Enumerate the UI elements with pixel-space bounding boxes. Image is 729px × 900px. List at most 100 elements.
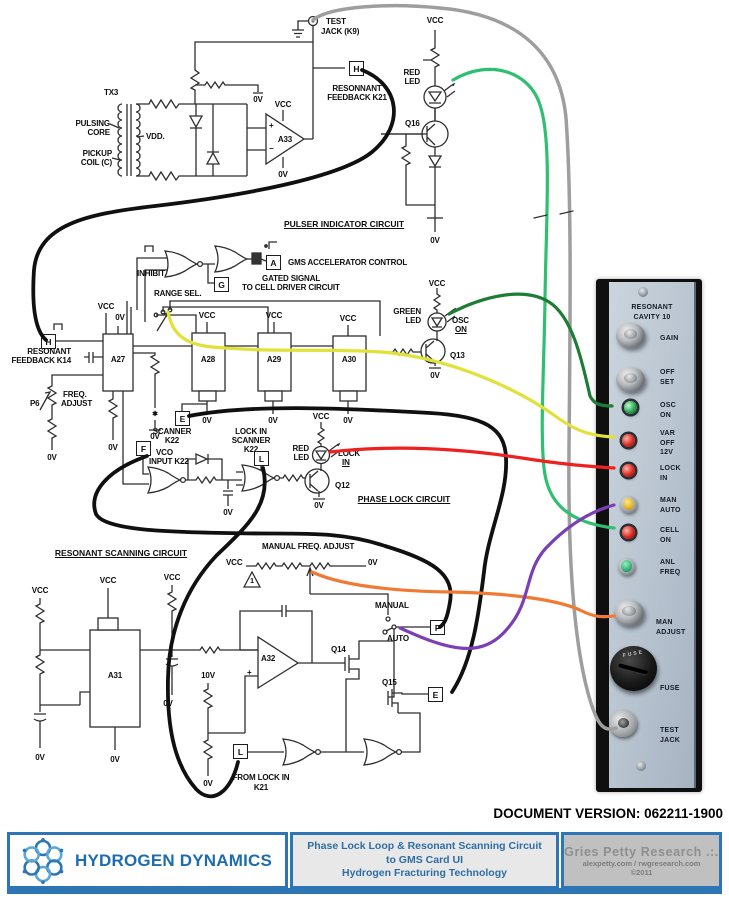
panel-title-line1: RESONANT [631, 304, 673, 311]
label-a32: A32 [261, 654, 276, 663]
credit-copyright: ©2011 [630, 867, 653, 877]
document-version: DOCUMENT VERSION: 062211-1900 [493, 806, 723, 821]
label-osc-on: ON [455, 325, 467, 334]
label-0v: 0V [150, 432, 160, 441]
label-0v: 0V [314, 501, 324, 510]
label-asterisk: ✱ [152, 411, 158, 418]
label-resonnant-feedback-k21: FEEDBACK K21 [327, 93, 387, 102]
label-0v: 0V [278, 170, 288, 179]
credit-sites: alexpetty.com / rwgresearch.com [582, 858, 701, 868]
osc-on-label: OSC ON [660, 402, 676, 419]
label-0v: 0V [202, 416, 212, 425]
label-a29: A29 [266, 355, 282, 364]
label-freq-adjust: ADJUST [61, 399, 93, 408]
label-plus: + [269, 121, 274, 130]
label-0v: 0V [203, 779, 213, 788]
label-manual: MANUAL [375, 601, 409, 610]
label-0v: 0V [47, 453, 57, 462]
panel-face: RESONANT CAVITY 10 GAIN OFF SET OSC ON V… [609, 282, 696, 788]
anl-freq-label: ANL FREQ [660, 559, 681, 576]
label-gms-accelerator: GMS ACCELERATOR CONTROL [288, 258, 408, 267]
label-range-sel: RANGE SEL. [154, 289, 202, 298]
label-vcc: VCC [428, 279, 446, 288]
label-pulsing-core: CORE [87, 128, 110, 137]
title-phase-lock: PHASE LOCK CIRCUIT [357, 494, 451, 504]
node-box-e-scanner: E [175, 411, 190, 426]
label-freq-adjust: FREQ. [63, 390, 87, 399]
label-0v: 0V [343, 416, 353, 425]
footer-brand-box: HYDROGEN DYNAMICS [7, 832, 288, 889]
label-0v: 0V [223, 508, 233, 517]
lock-in-label: LOCK IN [660, 465, 681, 482]
label-0v: 0V [108, 443, 118, 452]
label-0v: 0V [35, 753, 45, 762]
label-inhibit: INHIBIT [137, 269, 165, 278]
man-auto-label: MAN AUTO [660, 497, 681, 514]
fuse-label: FUSE [660, 685, 680, 692]
label-0v: 0V [110, 755, 120, 764]
label-resonant-feedback-k14: FEEDBACK K14 [11, 356, 71, 365]
screw-icon [638, 287, 648, 297]
label-red-led: RED [403, 68, 421, 77]
label-resonnant-feedback-k21: RESONNANT [332, 84, 382, 93]
label-minus: − [269, 144, 274, 153]
label-0v: 0V [268, 416, 278, 425]
label-vcc: VCC [163, 573, 181, 582]
brand-name: HYDROGEN DYNAMICS [75, 850, 273, 870]
label-green-led: GREEN [393, 307, 421, 316]
node-box-l-scanner: L [254, 451, 269, 466]
osc-on-led [624, 401, 637, 414]
label-auto: AUTO [387, 634, 409, 643]
man-adjust-label: MAN ADJUST [656, 619, 686, 636]
label-pulsing-core: PULSING [75, 119, 110, 128]
label-q14: Q14 [331, 645, 346, 654]
anl-freq-toggle [618, 558, 635, 575]
label-manual-freq-adjust: MANUAL FREQ. ADJUST [262, 542, 355, 551]
label-plus: + [247, 668, 252, 677]
man-auto-toggle [620, 496, 637, 513]
label-scanner-k22: K22 [164, 436, 180, 445]
node-box-a: A [266, 255, 281, 270]
node-box-l-from-lock: L [233, 744, 248, 759]
label-0v: 0V [115, 313, 125, 322]
label-vcc: VCC [339, 314, 357, 323]
label-from-lock-in-k21: K21 [253, 783, 269, 792]
node-box-e-q15: E [428, 687, 443, 702]
label-red-led: RED [292, 444, 310, 453]
node-box-f-vco: F [136, 441, 151, 456]
label-0v: 0V [253, 95, 263, 104]
label-vco-input-k22: INPUT K22 [149, 457, 189, 466]
var-off-12v-led [622, 434, 635, 447]
node-box-h-k21: H [349, 61, 364, 76]
label-vco-input-k22: VCO [156, 448, 173, 457]
footer-title-line: Phase Lock Loop & Resonant Scanning Circ… [307, 840, 542, 853]
var-off-12v-label: VAR OFF 12V [660, 430, 676, 456]
hydrogen-dynamics-logo [22, 837, 64, 884]
offset-knob [616, 367, 645, 392]
label-test-jack-k9: TEST [326, 17, 346, 26]
footer-title-line: to GMS Card UI [385, 853, 463, 866]
label-vcc: VCC [31, 586, 49, 595]
label-vcc: VCC [265, 311, 283, 320]
label-red-led: LED [293, 453, 309, 462]
gms-card-panel: RESONANT CAVITY 10 GAIN OFF SET OSC ON V… [596, 279, 702, 792]
footer-title-line: Hydrogen Fracturing Technology [342, 867, 507, 880]
title-resonant-scanning: RESONANT SCANNING CIRCUIT [54, 548, 188, 558]
panel-title: RESONANT CAVITY 10 [614, 303, 690, 322]
label-vcc: VCC [426, 16, 444, 25]
label-vcc: VCC [99, 576, 117, 585]
label-q15: Q15 [382, 678, 397, 687]
label-lock-in: IN [342, 458, 350, 467]
lock-in-led [622, 464, 635, 477]
label-vcc: VCC [97, 302, 115, 311]
label-q16: Q16 [405, 119, 420, 128]
label-green-led: LED [405, 316, 421, 325]
label-pickup-coil: COIL (C) [80, 158, 112, 167]
label-vdd: VDD. [146, 132, 165, 141]
label-0v: 0V [163, 699, 173, 708]
label-note-1: 1 [250, 578, 254, 585]
label-gated-signal: GATED SIGNAL [262, 274, 321, 283]
label-a27: A27 [110, 355, 126, 364]
label-vcc: VCC [312, 412, 330, 421]
